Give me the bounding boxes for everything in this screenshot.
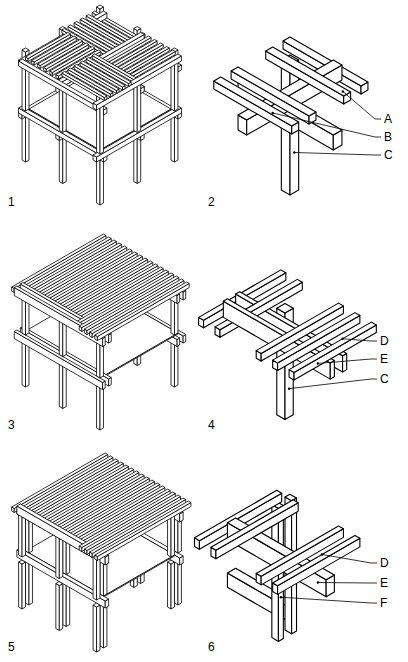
figure-number: 4 [208,418,215,432]
timber-face [174,340,177,387]
leader-dot [271,112,273,114]
timber-face [97,383,100,430]
part-letter: D [380,334,389,348]
timber-face [100,601,103,648]
timber-face [330,361,334,380]
timber-face [171,115,174,162]
timber-face [289,322,376,372]
timber-face [266,47,351,96]
joint-detail [199,270,377,420]
leader-line [322,554,377,563]
timber-face [63,580,66,627]
timber-face [62,72,107,98]
timber-face [95,501,191,557]
timber-face [26,115,29,162]
timber-face [137,137,140,184]
leader-dot [317,362,319,364]
part-letter: C [380,372,389,386]
timber-face [22,115,25,162]
part-letter: E [380,352,388,366]
timber-face [285,494,297,501]
figure-number: 6 [208,640,215,654]
timber-face [134,27,141,31]
leader-lines [271,90,381,603]
leader-dot [293,151,295,153]
timber-face [214,81,292,134]
leader-dot [317,581,319,583]
leader-line [273,113,381,137]
timber-face [171,340,174,387]
timber-face [278,538,360,594]
leader-line [294,153,381,156]
timber-face [134,137,137,184]
timber-face [14,332,102,390]
leader-line [343,339,377,341]
figure-number: 2 [208,195,215,209]
timber-face [214,77,299,126]
timber-face [59,137,62,184]
leader-line [318,359,377,363]
leader-dot [280,596,282,598]
timber-face [95,282,189,337]
leader-dot [321,553,323,555]
timber-face [97,158,100,205]
frame-view [12,453,191,652]
timber-face [97,605,100,652]
timber-face [168,562,171,609]
leader-line [318,582,377,584]
joint-detail [214,37,368,195]
timber-face [97,5,104,9]
timber-face [100,383,103,430]
timber-face [14,288,102,347]
part-letter: B [384,130,392,144]
timber-face [171,562,174,609]
timber-face [84,495,180,551]
part-letter: E [380,576,388,590]
timber-face [100,158,103,205]
timber-face [59,584,62,631]
timber-face [22,562,25,609]
part-letter: A [384,112,392,126]
leader-line [289,379,377,389]
figure-number: 5 [8,640,15,654]
timber-face [63,137,66,184]
timber-face [97,503,191,561]
timber-face [90,279,184,334]
timber-face [59,362,62,409]
part-letter: D [380,556,389,570]
leader-dot [342,90,344,92]
timber-face [294,325,376,380]
timber-face [56,584,59,631]
timber-face [211,500,298,550]
timber-face [174,558,177,605]
part-letter: F [380,596,387,610]
leader-line [281,597,377,603]
timber-face [19,562,22,609]
timber-face [22,340,25,387]
timber-face [277,304,293,314]
part-letter: C [384,148,393,162]
timber-face [97,284,189,341]
timber-face [22,48,29,52]
timber-face [93,605,96,652]
timber-face [343,353,347,372]
timber-face [90,498,186,554]
leader-dot [341,338,343,340]
figure-number: 3 [8,418,15,432]
leader-line [343,92,381,120]
timber-face [84,276,178,331]
joint-detail [195,490,360,641]
timber-face [216,503,298,559]
figure-number: 1 [8,195,15,209]
frame-view [12,234,190,430]
timber-face [174,115,177,162]
leader-dot [288,387,290,389]
timber-face [26,558,29,605]
timber-face [273,535,360,585]
frame-view [19,5,182,205]
